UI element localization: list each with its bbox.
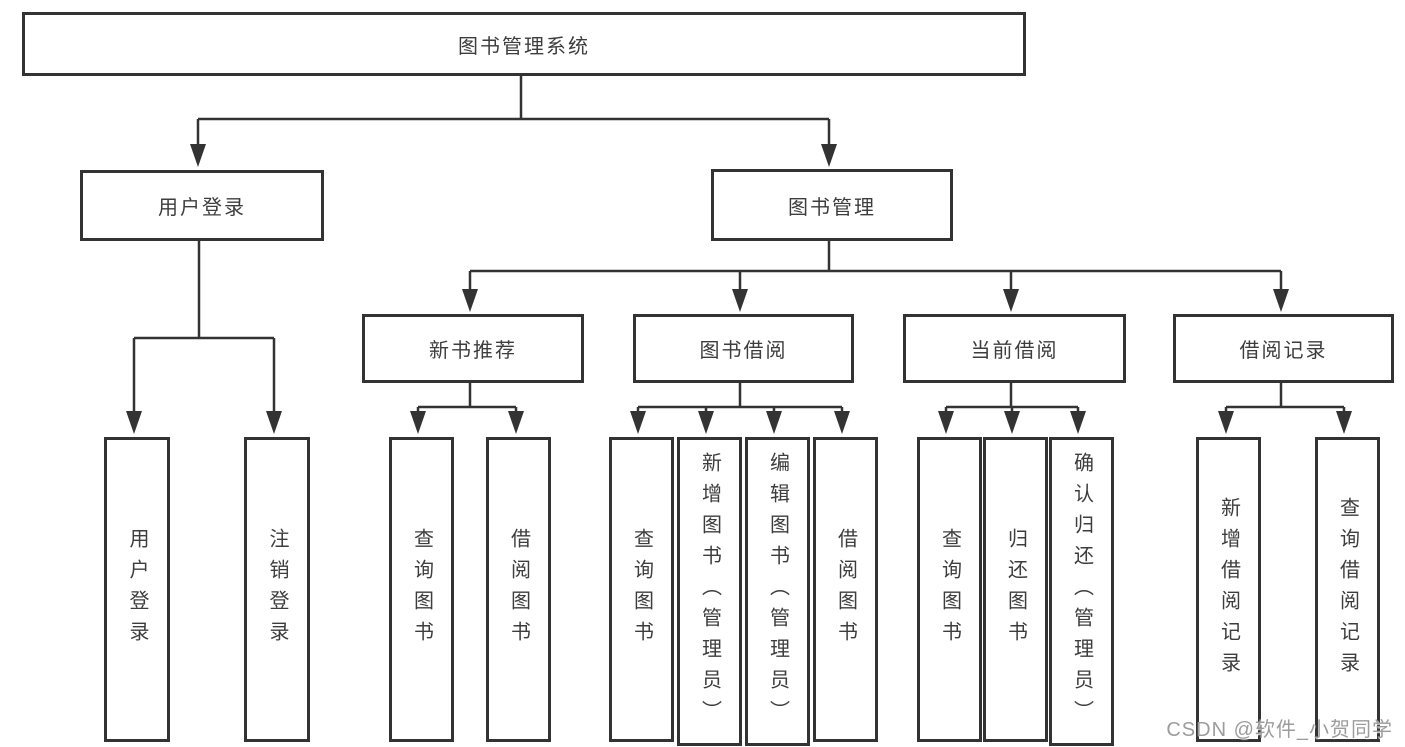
leaf-add-book-admin: 新增图书（管理员）	[677, 437, 742, 746]
leaf-query-books-current: 查询图书	[917, 437, 982, 742]
node-book-borrow-label: 图书借阅	[699, 340, 788, 362]
node-borrow-records-label: 借阅记录	[1239, 340, 1328, 362]
leaf-logout-login: 注销登录	[244, 437, 310, 742]
leaf-user-login-label: 用户登录	[126, 527, 148, 652]
leaf-add-book-admin-label: 新增图书（管理员）	[698, 452, 721, 731]
leaf-query-borrow-record-label: 查询借阅记录	[1336, 496, 1359, 683]
leaf-confirm-return-admin: 确认归还（管理员）	[1049, 437, 1114, 746]
leaf-borrow-books-recommend: 借阅图书	[486, 437, 551, 742]
leaf-user-login: 用户登录	[104, 437, 170, 742]
leaf-add-borrow-record-label: 新增借阅记录	[1217, 496, 1240, 683]
leaf-return-books: 归还图书	[983, 437, 1048, 742]
node-new-book-recommend-label: 新书推荐	[429, 340, 517, 362]
node-user-login: 用户登录	[80, 170, 324, 241]
leaf-borrow-books-borrow: 借阅图书	[813, 437, 878, 742]
node-current-borrow: 当前借阅	[903, 314, 1126, 383]
node-current-borrow-label: 当前借阅	[970, 340, 1059, 362]
leaf-query-books-borrow: 查询图书	[609, 437, 674, 742]
leaf-edit-book-admin-label: 编辑图书（管理员）	[766, 452, 789, 731]
node-borrow-records: 借阅记录	[1173, 314, 1394, 383]
node-book-management-label: 图书管理	[788, 196, 876, 219]
leaf-edit-book-admin: 编辑图书（管理员）	[745, 437, 810, 746]
leaf-return-books-label: 归还图书	[1004, 527, 1027, 652]
leaf-query-books-recommend-label: 查询图书	[410, 527, 433, 652]
node-root: 图书管理系统	[22, 12, 1026, 76]
leaf-query-books-current-label: 查询图书	[938, 527, 961, 652]
leaf-query-books-recommend: 查询图书	[389, 437, 454, 742]
node-book-borrow: 图书借阅	[633, 314, 854, 383]
leaf-query-borrow-record: 查询借阅记录	[1315, 437, 1380, 742]
leaf-borrow-books-borrow-label: 借阅图书	[834, 527, 857, 652]
leaf-borrow-books-recommend-label: 借阅图书	[507, 527, 530, 652]
node-user-login-label: 用户登录	[158, 197, 246, 219]
leaf-add-borrow-record: 新增借阅记录	[1196, 437, 1261, 742]
leaf-query-books-borrow-label: 查询图书	[630, 527, 653, 652]
leaf-logout-login-label: 注销登录	[266, 527, 288, 652]
node-book-management: 图书管理	[711, 169, 953, 241]
node-new-book-recommend: 新书推荐	[362, 314, 584, 383]
watermark: CSDN @软件_小贺同学	[1166, 719, 1393, 741]
leaf-confirm-return-admin-label: 确认归还（管理员）	[1070, 452, 1093, 731]
node-root-label: 图书管理系统	[458, 35, 590, 58]
